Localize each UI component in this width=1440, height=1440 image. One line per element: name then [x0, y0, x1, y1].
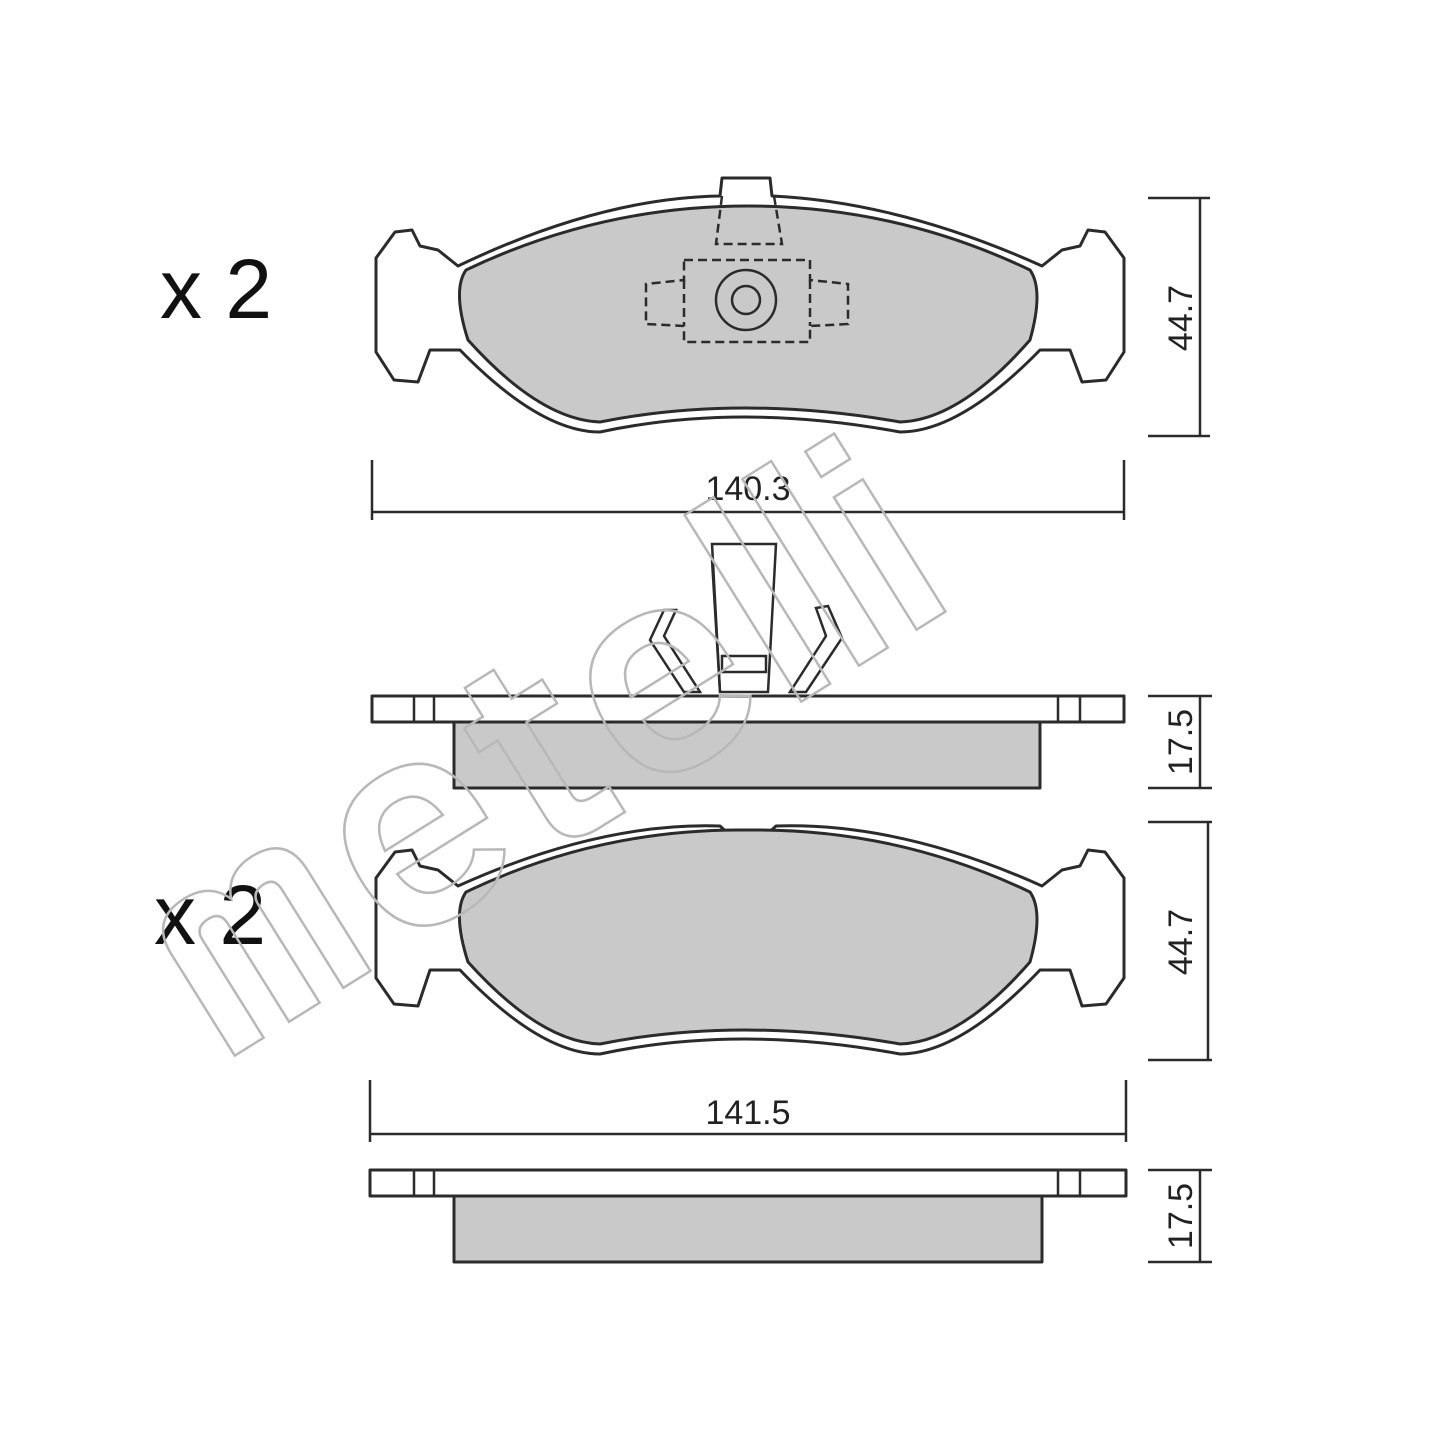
- top-pad-side-view: [370, 542, 1126, 790]
- bottom-pad-width-label: 141.5: [705, 1094, 790, 1132]
- bottom-pad-front-view: [374, 824, 1126, 1056]
- bottom-pad-thickness-label: 17.5: [1162, 1183, 1200, 1249]
- brand-watermark-logo: [161, 431, 948, 1058]
- top-pad-clip-edge-left: [710, 559, 722, 693]
- bottom-pad-width-dimension: 141.5: [368, 1080, 1128, 1142]
- top-pad-side-friction-block: [452, 720, 1042, 790]
- top-pad-thickness-dimension: 17.5: [1148, 694, 1212, 790]
- top-pad-thickness-label: 17.5: [1162, 709, 1200, 775]
- bottom-pad-side-friction-block: [452, 1194, 1044, 1264]
- bottom-pad-height-label: 44.7: [1162, 909, 1200, 975]
- bottom-pad-side-backing-plate: [368, 1168, 1128, 1198]
- bottom-pad-height-dimension: 44.7: [1148, 820, 1212, 1062]
- top-pad-clip-slot: [720, 654, 768, 674]
- top-pad-width-dimension: 140.3: [370, 460, 1126, 520]
- top-pad-front-view: [374, 176, 1126, 434]
- bottom-pad-quantity-label: x 2: [154, 868, 266, 962]
- bottom-pad-thickness-dimension: 17.5: [1148, 1168, 1212, 1264]
- top-pad-height-label: 44.7: [1162, 285, 1200, 351]
- top-pad-quantity-label: x 2: [160, 242, 272, 336]
- top-pad-clip-arm-right: [787, 604, 844, 694]
- top-pad-sensor-outer-ring: [714, 268, 778, 332]
- bottom-pad-side-view: [368, 1168, 1128, 1264]
- bottom-pad-friction-material: [457, 828, 1039, 1046]
- top-pad-sensor-inner-ring: [730, 284, 762, 316]
- top-pad-height-dimension: 44.7: [1148, 196, 1210, 438]
